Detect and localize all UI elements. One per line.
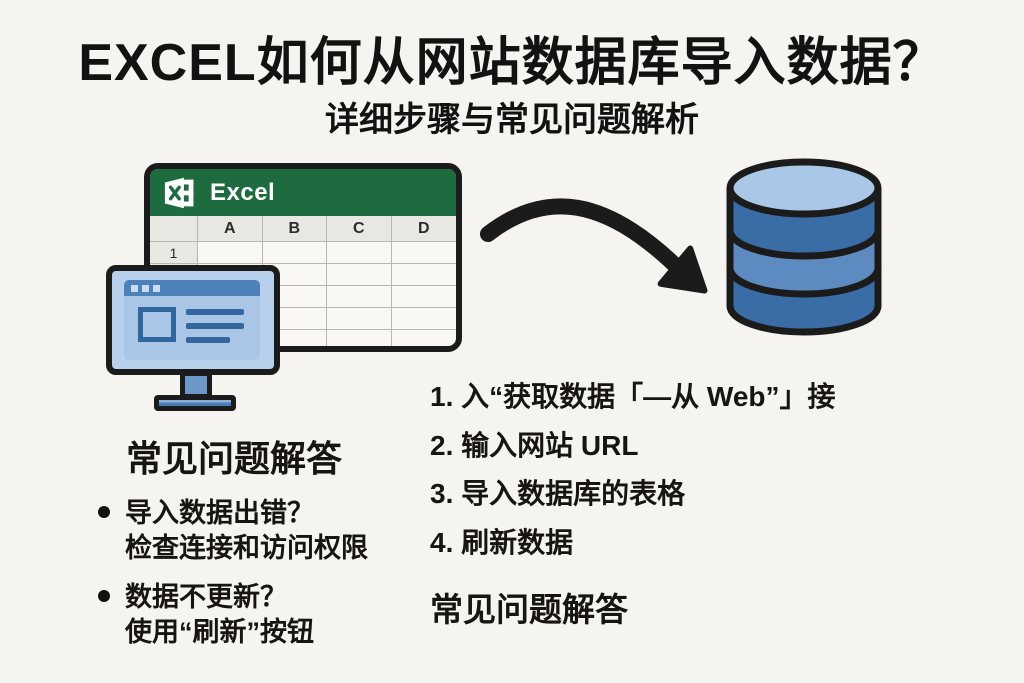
text-line-icon [186, 337, 230, 343]
faq-question: 数据不更新？ [125, 582, 287, 613]
monitor-icon [106, 265, 286, 415]
grid-cell [327, 264, 392, 286]
steps-list: 1. 入“获取数据「—从 Web”」接 2. 输入网站 URL 3. 导入数据库… [430, 380, 960, 631]
text-line-icon [186, 309, 244, 315]
faq-item: 导入数据出错？ 检查连接和访问权限 [96, 496, 436, 566]
column-header-c: C [327, 216, 392, 242]
faq-answer: 使用“刷新”按钮 [125, 617, 314, 648]
faq-question: 导入数据出错？ [125, 498, 314, 528]
grid-cell [327, 308, 392, 330]
excel-titlebar: Excel [150, 169, 456, 216]
grid-cell [391, 242, 456, 264]
window-button-icon [131, 284, 138, 292]
bullet-dot-icon [98, 506, 110, 518]
database-icon [726, 158, 882, 336]
window-button-icon [153, 284, 160, 292]
bullet-dot-icon [98, 590, 110, 603]
grid-cell [391, 330, 456, 346]
faq-answer: 检查连接和访问权限 [125, 533, 368, 564]
column-header-b: B [262, 216, 327, 242]
curved-arrow-icon [480, 198, 708, 294]
grid-cell [391, 286, 456, 308]
browser-titlebar [124, 280, 260, 296]
faq-section: 常见问题解答 导入数据出错？ 检查连接和访问权限 数据不更新？ 使用“刷新”按钮 [96, 430, 436, 664]
row-header-1: 1 [150, 242, 198, 264]
corner-cell [150, 216, 198, 242]
excel-app-name: Excel [210, 178, 276, 206]
monitor-screen [106, 265, 280, 375]
browser-content [124, 296, 260, 360]
column-header-d: D [391, 216, 456, 242]
image-placeholder-icon [138, 307, 176, 342]
excel-logo-icon [164, 177, 194, 208]
page-subtitle: 详细步骤与常见问题解析 [325, 101, 699, 139]
browser-window-icon [124, 280, 260, 360]
text-line-icon [186, 323, 244, 329]
grid-cell [327, 242, 392, 264]
column-header-a: A [198, 216, 263, 242]
grid-cell [198, 242, 263, 264]
step-item-2: 2. 输入网站 URL [430, 429, 639, 461]
step-item-3: 3. 导入数据库的表格 [430, 478, 686, 510]
faq-heading-right: 常见问题解答 [430, 591, 628, 629]
faq-heading-left: 常见问题解答 [126, 438, 343, 479]
grid-cell [327, 330, 392, 346]
grid-cell [391, 308, 456, 330]
step-item-1: 1. 入“获取数据「—从 Web”」接 [430, 381, 836, 412]
monitor-base [154, 395, 236, 411]
window-button-icon [142, 284, 149, 292]
faq-item: 数据不更新？ 使用“刷新”按钮 [96, 580, 436, 650]
grid-cell [327, 286, 392, 308]
grid-cell [262, 242, 327, 264]
step-item-4: 4. 刷新数据 [430, 526, 574, 558]
grid-cell [391, 264, 456, 286]
page-title: EXCEL如何从网站数据库导入数据？ [78, 34, 946, 92]
